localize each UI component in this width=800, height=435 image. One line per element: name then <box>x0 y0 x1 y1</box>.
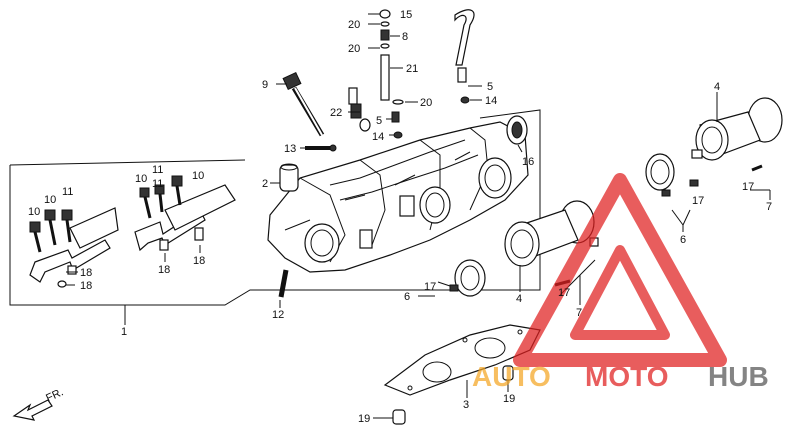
cylinder-head <box>267 121 529 273</box>
callout-6: 6 <box>404 291 410 303</box>
callout-17: 17 <box>558 287 570 299</box>
callout-5: 5 <box>487 81 493 93</box>
callout-14: 14 <box>485 95 497 107</box>
callout-18: 18 <box>193 255 205 267</box>
cam-cover-16 <box>506 115 528 145</box>
callout-2: 2 <box>262 178 268 190</box>
callout-3: 3 <box>463 399 469 411</box>
callout-20: 20 <box>348 43 360 55</box>
callout-17: 17 <box>424 281 436 293</box>
watermark-triangle-inner <box>570 245 670 340</box>
callout-4: 4 <box>714 81 720 93</box>
dowel-2 <box>279 163 299 192</box>
callout-6: 6 <box>680 234 686 246</box>
callout-19: 19 <box>503 393 515 405</box>
watermark-text-hub: HUB <box>708 361 769 392</box>
watermark-triangle-outer <box>513 173 727 367</box>
callout-21: 21 <box>406 63 418 75</box>
callout-20: 20 <box>348 19 360 31</box>
direction-label: FR. <box>44 386 65 404</box>
callout-11: 11 <box>62 186 73 198</box>
bolt-9 <box>282 71 325 137</box>
callout-4: 4 <box>516 293 522 305</box>
callout-16: 16 <box>522 156 534 168</box>
stud-13 <box>305 144 337 152</box>
callout-9: 9 <box>262 79 268 91</box>
callout-12: 12 <box>272 309 284 321</box>
callout-14: 14 <box>372 131 384 143</box>
callout-17: 17 <box>742 181 754 193</box>
callout-11: 11 <box>152 164 163 176</box>
callout-labels: 15 20 8 20 21 9 22 5 20 5 14 14 13 4 16 … <box>28 9 772 425</box>
watermark-logo: AUTO MOTO HUB <box>472 173 769 392</box>
front-direction-arrow <box>12 399 53 421</box>
callout-10: 10 <box>135 173 147 185</box>
callout-10: 10 <box>44 194 56 206</box>
callout-18: 18 <box>80 280 92 292</box>
callout-13: 13 <box>284 143 296 155</box>
shaft-21 <box>379 9 404 139</box>
callout-19: 19 <box>358 413 370 425</box>
callout-22: 22 <box>330 107 342 119</box>
intake-manifold-upper <box>645 97 783 197</box>
callout-8: 8 <box>402 31 408 43</box>
callout-7: 7 <box>766 201 772 213</box>
callout-18: 18 <box>80 267 92 279</box>
rocker-bracket-right <box>134 175 236 252</box>
callout-1: 1 <box>121 326 127 338</box>
breather-hose <box>454 9 475 104</box>
callout-11: 11 <box>152 178 163 190</box>
watermark-text-moto: MOTO <box>585 361 668 392</box>
callout-18: 18 <box>158 264 170 276</box>
callout-5: 5 <box>376 115 382 127</box>
callout-15: 15 <box>400 9 412 21</box>
callout-17: 17 <box>692 195 704 207</box>
plug-22 <box>348 87 371 132</box>
watermark-text-auto: AUTO <box>472 361 551 392</box>
callout-20: 20 <box>420 97 432 109</box>
callout-10: 10 <box>28 206 40 218</box>
rocker-bracket-left <box>29 207 119 288</box>
assembly-outline <box>9 109 541 325</box>
intake-manifold-lower <box>449 200 599 297</box>
callout-7: 7 <box>576 307 582 319</box>
callout-10: 10 <box>192 170 204 182</box>
dowel-19 <box>392 365 514 425</box>
stud-12 <box>278 269 289 298</box>
